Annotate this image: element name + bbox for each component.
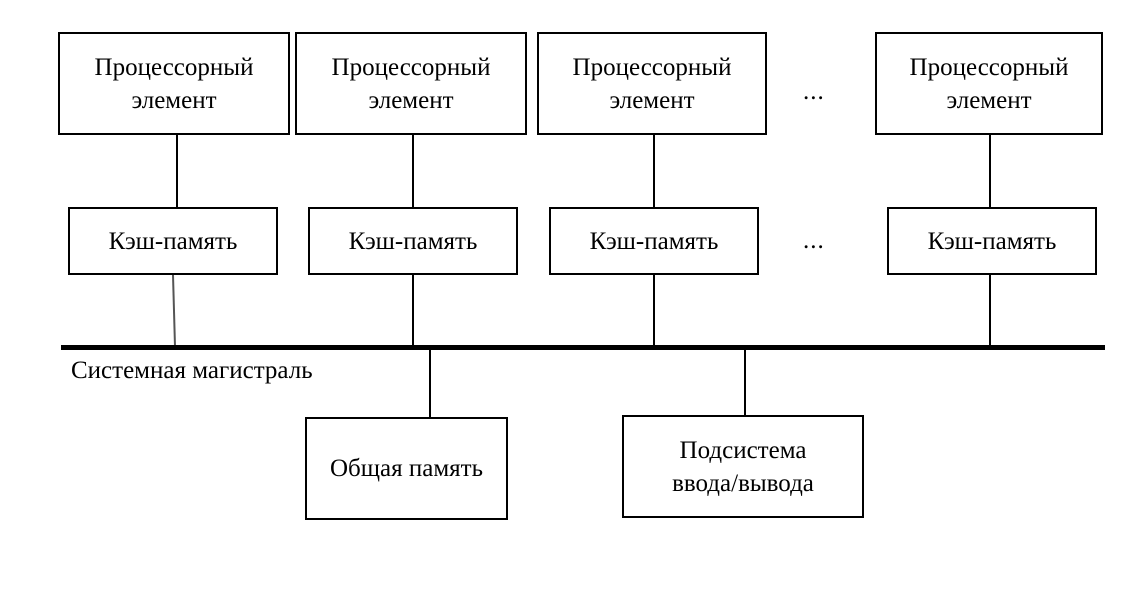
processor-element-label-3: Процессорный элемент [572, 53, 732, 114]
connector-pe3-to-cache3 [653, 135, 655, 208]
connector-cache1-to-bus [172, 274, 177, 347]
processor-element-label-1: Процессорный элемент [94, 53, 254, 114]
cache-memory-label-1: Кэш-память [108, 227, 238, 255]
processor-element-box-2: Процессорный элемент [295, 32, 527, 135]
system-bus-label: Системная магистраль [71, 357, 313, 384]
processor-element-box-3: Процессорный элемент [537, 32, 767, 135]
cache-memory-label-3: Кэш-память [589, 227, 719, 255]
processor-element-label-2: Процессорный элемент [331, 53, 491, 114]
cache-memory-box-3: Кэш-память [549, 207, 759, 275]
processor-row-ellipsis: ... [803, 78, 825, 105]
connector-pe2-to-cache2 [412, 135, 414, 208]
processor-element-box-4: Процессорный элемент [875, 32, 1103, 135]
connector-cache3-to-bus [653, 275, 655, 347]
cache-memory-box-2: Кэш-память [308, 207, 518, 275]
cache-memory-label-2: Кэш-память [348, 227, 478, 255]
shared-memory-box: Общая память [305, 417, 508, 520]
shared-memory-label: Общая память [330, 455, 483, 482]
processor-element-box-1: Процессорный элемент [58, 32, 290, 135]
cache-memory-box-4: Кэш-память [887, 207, 1097, 275]
io-subsystem-box: Подсистема ввода/вывода [622, 415, 864, 518]
connector-cache2-to-bus [412, 275, 414, 347]
connector-pe4-to-cache4 [989, 135, 991, 208]
cache-memory-box-1: Кэш-память [68, 207, 278, 275]
connector-cache4-to-bus [989, 275, 991, 347]
cache-memory-label-4: Кэш-память [927, 227, 1057, 255]
processor-element-label-4: Процессорный элемент [909, 53, 1069, 114]
system-bus-line [61, 345, 1105, 350]
connector-pe1-to-cache1 [176, 135, 178, 208]
connector-bus-to-io-subsystem [744, 350, 746, 416]
connector-bus-to-shared-memory [429, 350, 431, 418]
io-subsystem-label: Подсистема ввода/вывода [672, 436, 814, 497]
cache-row-ellipsis: ... [803, 227, 825, 254]
